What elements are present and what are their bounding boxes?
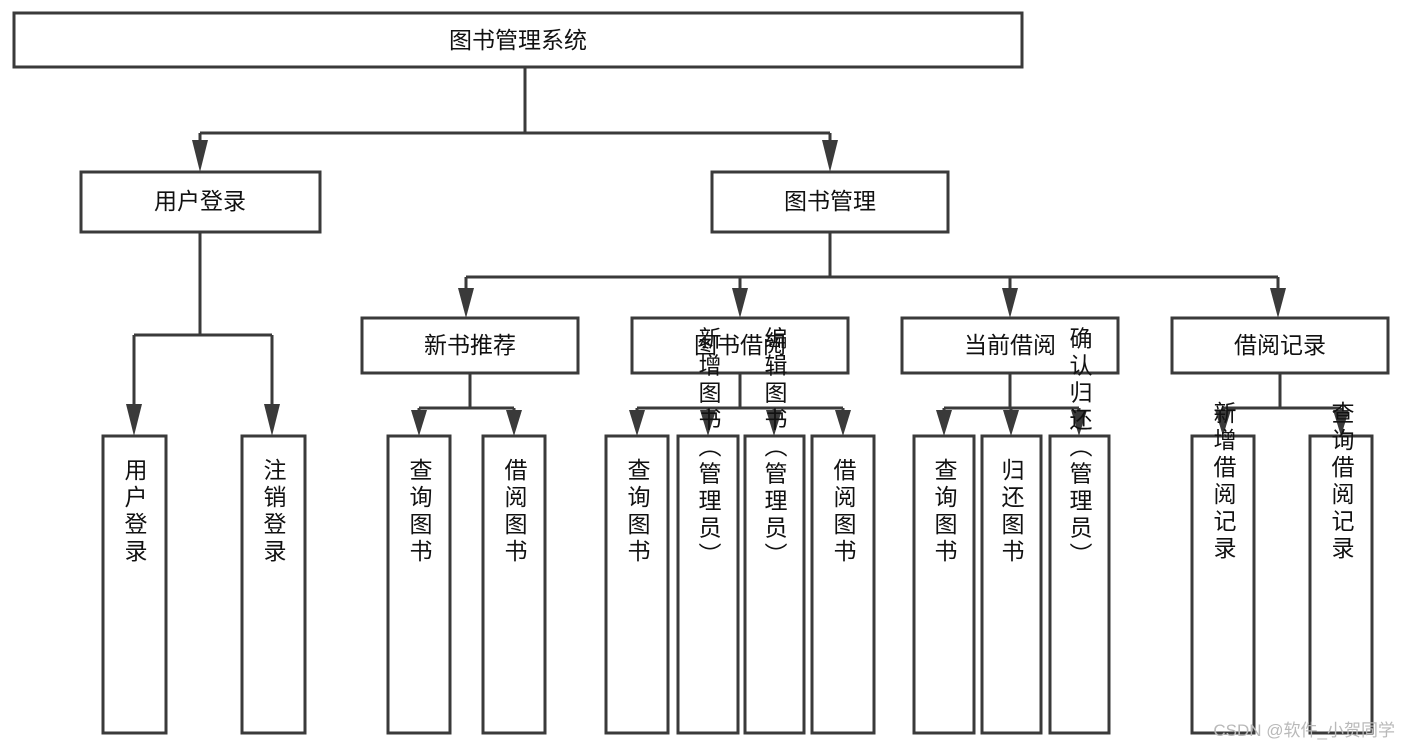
arrow-head-current-borrow (1002, 288, 1018, 318)
node-new-book-recommend-label: 新书推荐 (424, 332, 516, 358)
node-leaf-nb-query-book[interactable]: 查询图书 (386, 434, 452, 735)
node-borrow-record-box[interactable] (1170, 316, 1390, 375)
arrow-head-new-book-recommend (458, 288, 474, 318)
arrow-head-cb-query-book (936, 410, 952, 436)
arrow-head-book-borrow (732, 288, 748, 318)
arrow-head-cb-confirm-return (1071, 410, 1087, 436)
node-leaf-br-query-record-label: 查询借阅记录 (1328, 401, 1355, 563)
node-leaf-logout-box[interactable] (240, 434, 307, 735)
node-leaf-nb-borrow-book-label: 借阅图书 (501, 458, 528, 566)
node-leaf-user-login-label: 用户登录 (121, 458, 148, 566)
arrow-head-borrow-record (1270, 288, 1286, 318)
node-leaf-cb-confirm-return[interactable]: 确认归还（管理员） (1048, 327, 1111, 735)
node-leaf-bb-borrow-book-box[interactable] (810, 434, 876, 735)
arrow-head-bb-query-book (629, 410, 645, 436)
node-current-borrow-label: 当前借阅 (964, 332, 1056, 358)
node-leaf-cb-return-book[interactable]: 归还图书 (980, 434, 1043, 735)
node-leaf-bb-edit-book-label: 编辑图书（管理员） (761, 327, 788, 570)
node-leaf-br-query-record-box[interactable] (1308, 434, 1374, 735)
node-leaf-user-login-box[interactable] (101, 434, 168, 735)
connector-layer (126, 67, 1349, 436)
node-leaf-bb-borrow-book-label: 借阅图书 (830, 458, 857, 566)
node-leaf-cb-return-book-label: 归还图书 (998, 458, 1025, 566)
node-leaf-nb-query-book-box[interactable] (386, 434, 452, 735)
arrow-head-bb-add-book (700, 410, 716, 436)
node-current-borrow-box[interactable] (900, 316, 1120, 375)
node-leaf-nb-query-book-label: 查询图书 (406, 458, 433, 566)
node-root-system-box[interactable] (12, 11, 1024, 69)
node-leaf-br-query-record[interactable]: 查询借阅记录 (1308, 401, 1374, 735)
node-leaf-bb-edit-book-box[interactable] (743, 434, 806, 735)
node-book-manage-label: 图书管理 (784, 188, 876, 214)
node-leaf-bb-add-book-box[interactable] (676, 434, 740, 735)
node-leaf-nb-borrow-book-box[interactable] (481, 434, 547, 735)
node-leaf-cb-confirm-return-box[interactable] (1048, 434, 1111, 735)
node-leaf-cb-query-book-box[interactable] (912, 434, 976, 735)
node-leaf-bb-borrow-book[interactable]: 借阅图书 (810, 434, 876, 735)
node-leaf-bb-query-book-box[interactable] (604, 434, 670, 735)
node-new-book-recommend[interactable]: 新书推荐 (360, 316, 580, 375)
node-leaf-cb-query-book-label: 查询图书 (931, 458, 958, 566)
node-leaf-br-add-record-label: 新增借阅记录 (1210, 401, 1237, 563)
node-book-manage-box[interactable] (710, 170, 950, 234)
node-leaf-logout[interactable]: 注销登录 (240, 434, 307, 735)
node-leaf-br-add-record-box[interactable] (1190, 434, 1256, 735)
node-book-borrow-box[interactable] (630, 316, 850, 375)
arrow-head-leaf-user-login (126, 404, 142, 436)
node-leaf-nb-borrow-book[interactable]: 借阅图书 (481, 434, 547, 735)
node-borrow-record-label: 借阅记录 (1234, 332, 1326, 358)
arrow-head-nb-query-book (411, 410, 427, 436)
arrow-head-br-query-record (1333, 410, 1349, 436)
node-borrow-record[interactable]: 借阅记录 (1170, 316, 1390, 375)
arrow-head-bb-borrow-book (835, 410, 851, 436)
node-new-book-recommend-box[interactable] (360, 316, 580, 375)
node-leaf-br-add-record[interactable]: 新增借阅记录 (1190, 401, 1256, 735)
node-leaf-user-login[interactable]: 用户登录 (101, 434, 168, 735)
arrow-head-bb-edit-book (766, 410, 782, 436)
node-leaf-cb-return-book-box[interactable] (980, 434, 1043, 735)
arrow-head-leaf-logout (264, 404, 280, 436)
node-leaf-bb-query-book-label: 查询图书 (624, 458, 651, 566)
node-book-borrow[interactable]: 图书借阅 (630, 316, 850, 375)
node-root-system-label: 图书管理系统 (449, 27, 587, 53)
node-leaf-bb-query-book[interactable]: 查询图书 (604, 434, 670, 735)
arrow-head-br-add-record (1215, 410, 1231, 436)
node-root-system[interactable]: 图书管理系统 (12, 11, 1024, 69)
node-leaf-cb-confirm-return-label: 确认归还（管理员） (1066, 327, 1093, 570)
arrow-head-user-login (192, 140, 208, 172)
node-user-login[interactable]: 用户登录 (79, 170, 322, 234)
node-leaf-logout-label: 注销登录 (260, 458, 287, 566)
arrow-head-nb-borrow-book (506, 410, 522, 436)
node-leaf-bb-add-book-label: 新增图书（管理员） (695, 327, 722, 570)
node-leaf-bb-edit-book[interactable]: 编辑图书（管理员） (743, 327, 806, 735)
node-leaf-bb-add-book[interactable]: 新增图书（管理员） (676, 327, 740, 735)
node-book-borrow-label: 图书借阅 (694, 332, 786, 358)
node-current-borrow[interactable]: 当前借阅 (900, 316, 1120, 375)
node-user-login-label: 用户登录 (154, 188, 246, 214)
arrow-head-cb-return-book (1003, 410, 1019, 436)
node-book-manage[interactable]: 图书管理 (710, 170, 950, 234)
node-user-login-box[interactable] (79, 170, 322, 234)
arrow-head-book-manage (822, 140, 838, 172)
node-leaf-cb-query-book[interactable]: 查询图书 (912, 434, 976, 735)
